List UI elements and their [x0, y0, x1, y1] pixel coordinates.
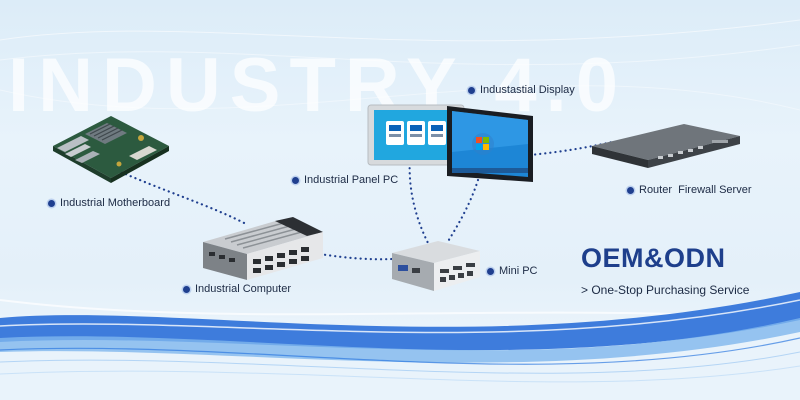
bullet-dot-icon [48, 199, 55, 207]
display-image [447, 106, 533, 182]
link-computer-minipc [318, 252, 394, 261]
label-mini-pc: Mini PC [487, 265, 538, 277]
label-industrial-panel-pc: Industrial Panel PC [292, 174, 398, 186]
label-text: Industastial Display [480, 84, 575, 96]
bullet-dot-icon [183, 285, 190, 293]
bullet-dot-icon [468, 86, 475, 94]
watermark-title: INDUSTRY 4.0 [8, 43, 628, 128]
label-text: Industrial Panel PC [304, 174, 399, 186]
motherboard-image [53, 116, 169, 183]
label-text: Router Firewall Server [639, 184, 752, 196]
bullet-dot-icon [487, 267, 494, 275]
label-industrial-motherboard: Industrial Motherboard [48, 197, 170, 209]
bullet-dot-icon [627, 186, 634, 194]
link-display-minipc [445, 178, 480, 245]
mini-pc-image [392, 241, 480, 291]
label-industrial-computer: Industrial Computer [183, 283, 291, 295]
headline-oem-odn: OEM&ODN [581, 243, 726, 273]
router-image [592, 124, 740, 168]
bullet-dot-icon [292, 176, 299, 184]
intel-core-badges [386, 121, 446, 145]
label-text: Industrial Motherboard [60, 197, 171, 209]
link-panelpc-minipc [408, 156, 430, 245]
windows-logo [472, 133, 494, 155]
label-router-firewall-server: Router Firewall Server [627, 184, 751, 196]
link-motherboard-computer [110, 166, 250, 227]
tagline: > One-Stop Purchasing Service [581, 283, 750, 297]
industrial-computer-image [203, 217, 323, 280]
label-text: Industrial Computer [195, 283, 291, 295]
label-industrial-display: Industastial Display [468, 84, 575, 96]
label-text: Mini PC [499, 265, 538, 277]
